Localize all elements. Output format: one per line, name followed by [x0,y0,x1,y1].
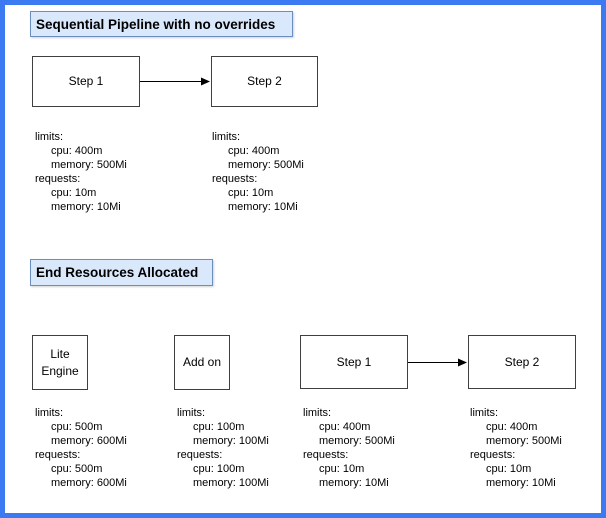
resource-line: limits: [470,407,499,419]
resource-line: limits: [303,407,332,419]
node-label: Step 2 [504,354,540,369]
resource-block-lite-engine: limits: cpu: 500m memory: 600Mi requests… [35,406,127,490]
resource-block-step2-top: limits: cpu: 400m memory: 500Mi requests… [212,130,304,214]
resource-line: memory: 10Mi [228,201,298,213]
resource-line: cpu: 10m [51,187,97,199]
resource-line: memory: 500Mi [228,159,304,171]
resource-line: cpu: 400m [319,421,371,433]
node-step-1-bottom: Step 1 [300,335,408,389]
resource-line: cpu: 100m [193,463,245,475]
node-add-on: Add on [174,335,230,390]
resource-line: requests: [35,173,81,185]
resource-line: cpu: 10m [486,463,532,475]
node-label: Step 1 [336,354,372,369]
resource-line: limits: [212,131,241,143]
resource-line: memory: 10Mi [486,477,556,489]
resource-line: cpu: 500m [51,463,103,475]
node-label: Add on [182,355,222,369]
resource-line: memory: 100Mi [193,477,269,489]
resource-line: cpu: 400m [486,421,538,433]
resource-line: cpu: 100m [193,421,245,433]
resource-block-add-on: limits: cpu: 100m memory: 100Mi requests… [177,406,269,490]
resource-line: cpu: 400m [51,145,103,157]
resource-line: memory: 10Mi [319,477,389,489]
connector-arrow-top [140,77,210,86]
resource-block-step1-top: limits: cpu: 400m memory: 500Mi requests… [35,130,127,214]
resource-line: memory: 500Mi [319,435,395,447]
resource-line: cpu: 400m [228,145,280,157]
resource-line: requests: [303,449,349,461]
resource-line: memory: 600Mi [51,477,127,489]
node-label: Step 2 [247,74,282,88]
connector-arrow-bottom [408,358,467,367]
node-lite-engine: Lite Engine [32,335,88,390]
resource-line: memory: 10Mi [51,201,121,213]
node-step-2-bottom: Step 2 [468,335,576,389]
resource-block-step1-bottom: limits: cpu: 400m memory: 500Mi requests… [303,406,395,490]
node-label: Lite Engine [41,346,79,378]
resource-line: requests: [177,449,223,461]
resource-line: memory: 600Mi [51,435,127,447]
node-step-1-top: Step 1 [32,56,140,107]
resource-line: memory: 100Mi [193,435,269,447]
resource-line: cpu: 10m [319,463,365,475]
resource-line: requests: [212,173,258,185]
node-label: Step 1 [68,74,104,88]
resource-block-step2-bottom: limits: cpu: 400m memory: 500Mi requests… [470,406,562,490]
resource-line: requests: [35,449,81,461]
section-title-end-resources: End Resources Allocated [30,259,213,286]
resource-line: limits: [35,407,64,419]
resource-line: cpu: 10m [228,187,274,199]
node-step-2-top: Step 2 [211,56,318,107]
resource-line: memory: 500Mi [486,435,562,447]
resource-line: limits: [177,407,206,419]
resource-line: limits: [35,131,64,143]
resource-line: requests: [470,449,516,461]
resource-line: cpu: 500m [51,421,103,433]
resource-line: memory: 500Mi [51,159,127,171]
section-title-sequential-pipeline: Sequential Pipeline with no overrides [30,11,293,37]
